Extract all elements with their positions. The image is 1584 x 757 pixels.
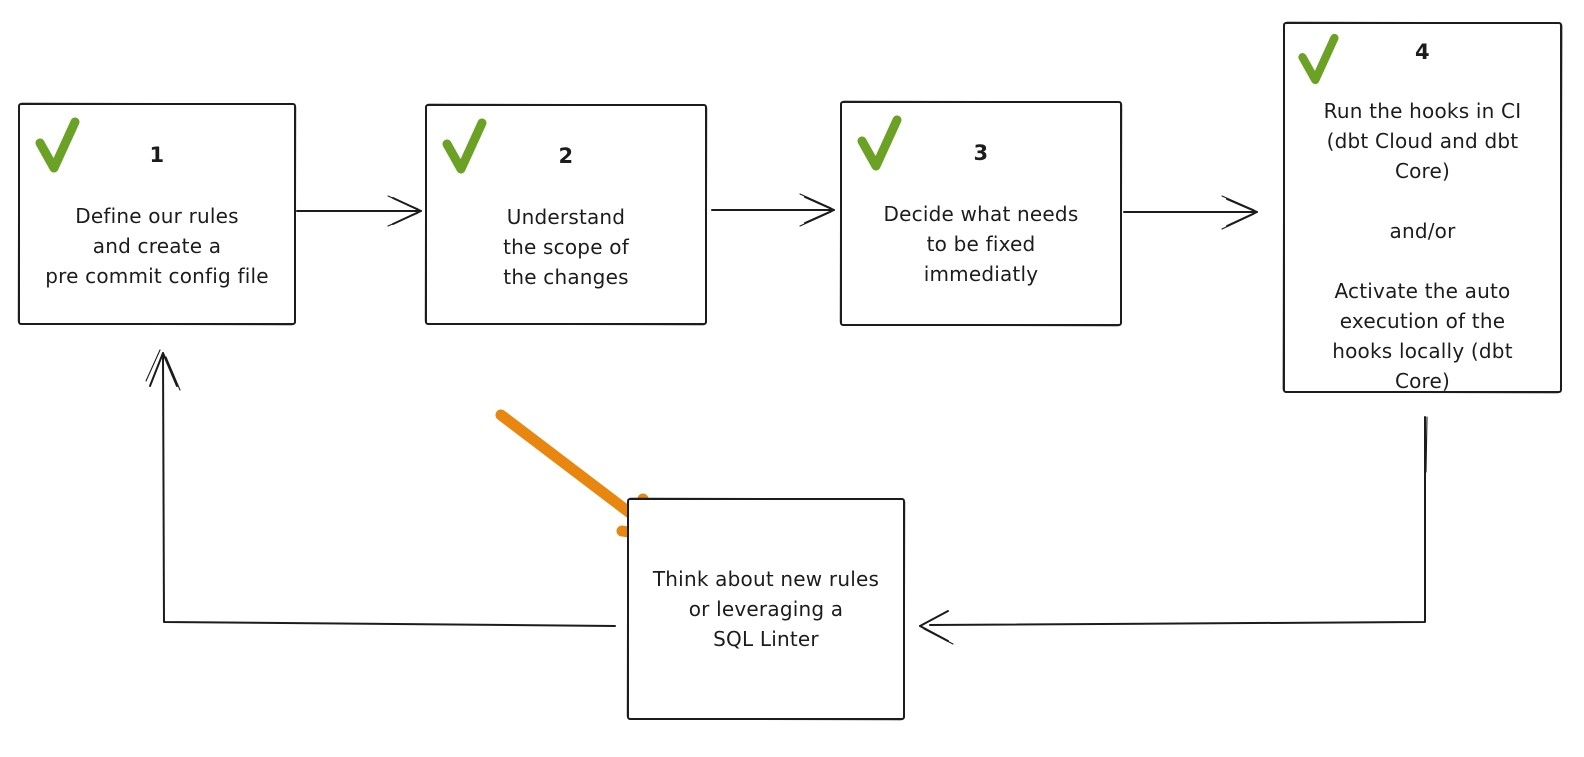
step-number: 4 <box>1414 40 1431 64</box>
step-number: 2 <box>558 144 574 168</box>
connector-step2-step3 <box>711 193 835 227</box>
step-box-3: 3 Decide what needs to be fixed immediat… <box>840 101 1122 326</box>
step-text: Run the hooks in CI (dbt Cloud and dbt C… <box>1323 99 1522 393</box>
step-number: 3 <box>973 141 989 165</box>
check-icon <box>442 118 487 174</box>
check-icon <box>1298 33 1339 85</box>
loop-node-box: Think about new rules or leveraging a SQ… <box>627 498 905 720</box>
loop-node-text: Think about new rules or leveraging a SQ… <box>652 567 880 651</box>
connector-loop-node-step1 <box>145 349 616 627</box>
check-icon <box>857 115 902 171</box>
step-box-1: 1 Define our rules and create a pre comm… <box>18 103 296 325</box>
check-icon <box>35 117 80 173</box>
step-text: Define our rules and create a pre commit… <box>45 204 269 288</box>
connector-step1-step2 <box>296 195 422 227</box>
step-box-2: 2 Understand the scope of the changes <box>425 104 707 325</box>
connector-step3-step4 <box>1123 195 1258 230</box>
step-text: Understand the scope of the changes <box>503 205 629 289</box>
step-box-4: 4 Run the hooks in CI (dbt Cloud and dbt… <box>1283 22 1562 393</box>
step-number: 1 <box>149 143 165 167</box>
connector-step4-loop-node <box>919 416 1428 645</box>
step-text: Decide what needs to be fixed immediatly <box>883 202 1079 286</box>
